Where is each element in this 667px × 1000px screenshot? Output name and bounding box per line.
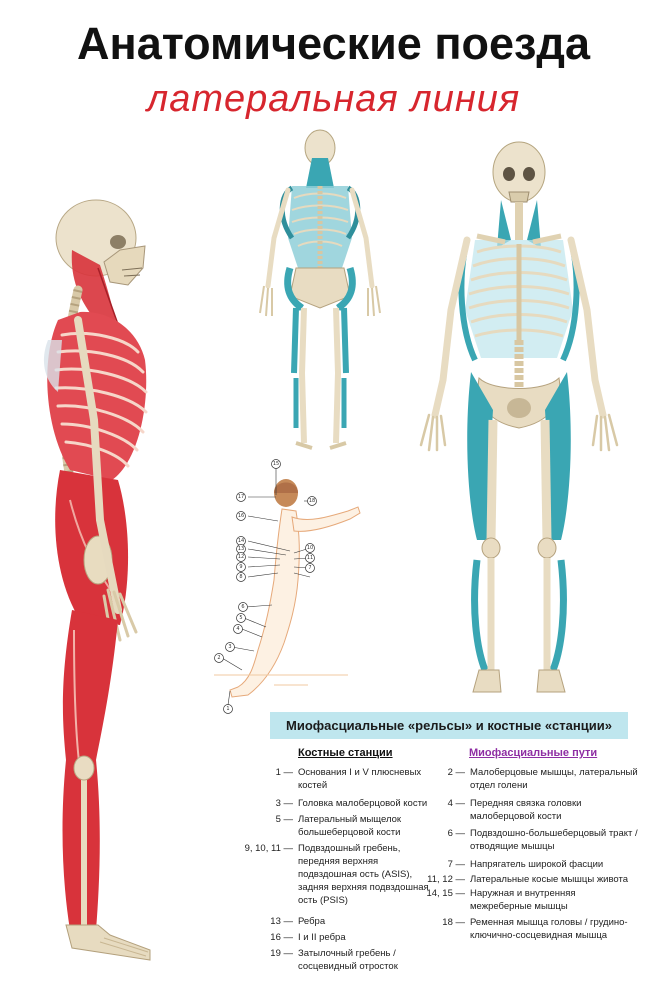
station-marker-circle <box>236 511 246 521</box>
legend-number: 14, 15 — <box>426 888 465 899</box>
legend-text: Подвздошный гребень, передняя верхняя по… <box>298 843 429 906</box>
station-marker-circle <box>305 553 315 563</box>
station-marker-circle <box>236 562 246 572</box>
station-marker-circle <box>233 624 243 634</box>
station-number: 17 <box>238 494 244 500</box>
legend-text: Напрягатель широкой фасции <box>470 859 604 870</box>
legend-number: 11, 12 — <box>427 874 465 885</box>
station-number: 2 <box>217 655 220 661</box>
station-number: 3 <box>228 644 231 650</box>
legend-text: I и II ребра <box>298 932 346 943</box>
front-view-figure <box>419 141 619 693</box>
legend-number: 13 — <box>270 916 293 927</box>
station-marker-circle <box>307 496 317 506</box>
neck-back-blue <box>306 158 334 188</box>
arms-back <box>259 187 381 317</box>
legend-text: Ременная мышца головы / грудино-ключично… <box>470 917 628 941</box>
station-marker-circle <box>238 602 248 612</box>
poster-subtitle: латеральная линия <box>146 78 521 120</box>
station-number: 1 <box>226 706 229 712</box>
station-marker-circle <box>223 704 233 714</box>
arms-front <box>419 236 619 452</box>
station-number: 8 <box>239 574 242 580</box>
station-marker-circle <box>236 492 246 502</box>
legend-text: Латеральный мыщелок большеберцовой кости <box>298 814 402 838</box>
ribcage-front <box>458 233 580 362</box>
station-marker-circle <box>305 563 315 573</box>
legs-back <box>291 307 349 450</box>
legend-text: Латеральные косые мышцы живота <box>470 874 629 885</box>
station-number: 14 <box>238 538 244 544</box>
arm-side <box>74 316 138 644</box>
station-number: 18 <box>309 498 315 504</box>
legs-front-blue <box>467 372 571 672</box>
neck-front-blue <box>497 200 541 248</box>
foot-side <box>65 924 151 961</box>
poster-title: Анатомические поезда <box>77 18 590 69</box>
legend-text: Наружная и внутренняя межреберные мышцы <box>470 888 576 912</box>
legend-number: 6 — <box>447 828 465 839</box>
station-number: 15 <box>273 461 279 467</box>
station-marker-circle <box>236 552 246 562</box>
legend-text: Малоберцовые мышцы, латеральный отдел го… <box>470 767 638 791</box>
legend-number: 18 — <box>442 917 465 928</box>
legend-number: 2 — <box>447 767 465 778</box>
legend-text: Затылочный гребень / сосцевидный отросто… <box>298 948 398 972</box>
station-number: 13 <box>238 546 244 552</box>
legend-text: Ребра <box>298 916 326 927</box>
station-marker-circle <box>236 572 246 582</box>
station-number: 9 <box>239 564 242 570</box>
schematic-body <box>214 479 361 698</box>
legend-text: Подвздошно-большеберцовый тракт / отводя… <box>470 828 638 852</box>
station-markers: 15 17 18 16 14 13 12 10 11 9 8 7 6 54 3 2 1 <box>214 459 317 714</box>
legend-number: 16 — <box>270 932 293 943</box>
station-marker-circle <box>271 459 281 469</box>
station-marker-circle <box>225 642 235 652</box>
legend-text: Головка малоберцовой кости <box>298 798 428 809</box>
station-schematic: 15 17 18 16 14 13 12 10 11 9 8 7 6 54 3 2 1 <box>214 459 361 714</box>
station-number: 4 <box>236 626 239 632</box>
legend-text: Передняя связка головки малоберцовой кос… <box>470 798 582 822</box>
leg-side-red <box>62 610 118 930</box>
bone-stations-heading: Костные станции <box>298 747 393 759</box>
pelvis-back <box>284 266 356 311</box>
station-number: 6 <box>241 604 244 610</box>
station-number: 10 <box>307 545 313 551</box>
station-marker-circle <box>305 543 315 553</box>
station-number: 11 <box>307 555 313 561</box>
feet-front <box>472 669 566 693</box>
ribcage-red <box>43 311 148 480</box>
legend-number: 9, 10, 11 — <box>244 843 293 854</box>
skull-front <box>492 141 546 203</box>
station-number: 12 <box>238 554 244 560</box>
station-number: 16 <box>238 513 244 519</box>
legend-title: Миофасциальные «рельсы» и костные «станц… <box>270 712 628 739</box>
myofascial-paths-heading: Миофасциальные пути <box>469 747 598 759</box>
neck-muscles-red <box>71 250 121 331</box>
legend-number: 5 — <box>275 814 293 825</box>
legend-number: 3 — <box>275 798 293 809</box>
station-marker-circle <box>214 653 224 663</box>
station-marker-circle <box>236 613 246 623</box>
legend-number: 4 — <box>447 798 465 809</box>
legend-number: 7 — <box>447 859 465 870</box>
legend-number: 19 — <box>270 948 293 959</box>
schematic-leader-lines <box>221 464 312 706</box>
legend-text: Основания I и V плюсневых костей <box>298 767 422 791</box>
station-number: 5 <box>239 615 242 621</box>
legend-number: 1 — <box>275 767 293 778</box>
back-view-figure <box>259 129 381 450</box>
station-number: 7 <box>308 565 311 571</box>
